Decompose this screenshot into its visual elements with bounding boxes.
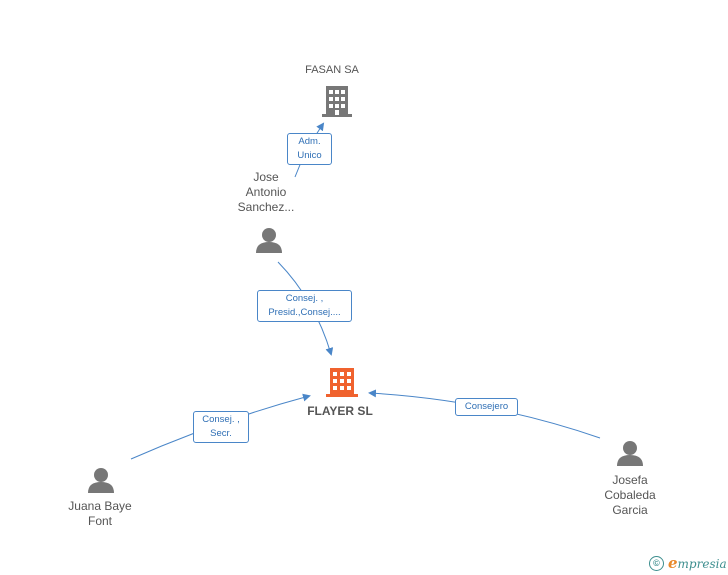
main-building-icon[interactable] xyxy=(326,368,358,397)
person-icon[interactable] xyxy=(256,228,282,253)
person-icon[interactable] xyxy=(617,441,643,466)
edge-label-consejero: Consejero xyxy=(455,398,518,416)
brand-logo[interactable]: empresia xyxy=(668,554,727,572)
edge-label-adm-unico: Adm. Unico xyxy=(287,133,332,165)
edge-label-consej-secr: Consej. , Secr. xyxy=(193,411,249,443)
node-label-juana[interactable]: Juana Baye Font xyxy=(68,499,132,528)
node-label-jose[interactable]: Jose Antonio Sanchez... xyxy=(237,170,295,214)
footer-brand: © empresia xyxy=(649,553,727,573)
person-icon[interactable] xyxy=(88,468,114,493)
node-label-josefa[interactable]: Josefa Cobaleda Garcia xyxy=(604,473,656,517)
copyright-icon: © xyxy=(649,555,664,571)
node-label-flayer[interactable]: FLAYER SL xyxy=(307,404,373,418)
building-icon[interactable] xyxy=(322,86,352,117)
edge-label-consej-presid: Consej. , Presid.,Consej.... xyxy=(257,290,352,322)
node-label-fasan[interactable]: FASAN SA xyxy=(305,64,359,76)
